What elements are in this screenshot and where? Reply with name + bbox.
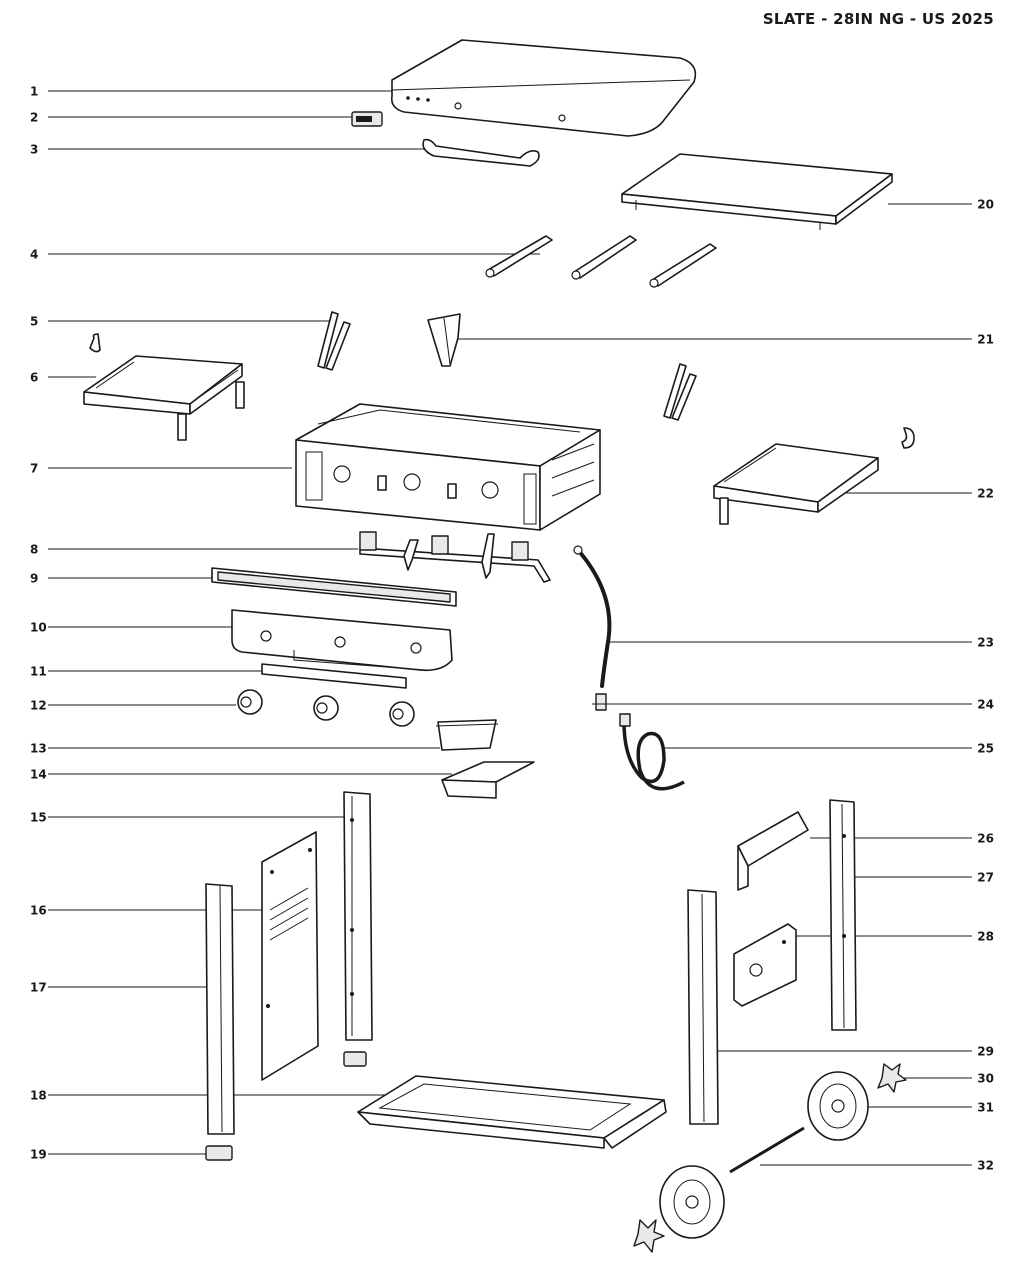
callout-32: 32: [977, 1159, 994, 1173]
callout-1: 1: [30, 85, 38, 99]
callout-29: 29: [977, 1045, 994, 1059]
callout-19: 19: [30, 1148, 47, 1162]
part-31-wheel: [807, 1071, 869, 1141]
callout-21: 21: [977, 333, 994, 347]
callout-5: 5: [30, 315, 38, 329]
part-30-hub-cap: [877, 1063, 907, 1093]
callout-10: 10: [30, 621, 47, 635]
part-5-tongs: [317, 311, 351, 371]
part-6-left-side-table: [83, 333, 245, 441]
part-24-fitting: [592, 693, 610, 711]
callout-26: 26: [977, 832, 994, 846]
part-9-heat-shield: [211, 567, 457, 607]
part-tongs-right: [663, 363, 697, 421]
callout-18: 18: [30, 1089, 47, 1103]
callout-27: 27: [977, 871, 994, 885]
part-22-right-side-table: [713, 427, 915, 525]
part-11-trim-bar: [261, 663, 407, 689]
callout-6: 6: [30, 371, 38, 385]
part-12-knobs: [237, 689, 415, 727]
callout-8: 8: [30, 543, 38, 557]
callout-3: 3: [30, 143, 38, 157]
callout-9: 9: [30, 572, 38, 586]
callout-15: 15: [30, 811, 47, 825]
part-25-coiled-hose: [619, 713, 685, 791]
callout-17: 17: [30, 981, 47, 995]
part-13-drip-liner: [435, 719, 499, 751]
callout-22: 22: [977, 487, 994, 501]
callout-31: 31: [977, 1101, 994, 1115]
diagram-title: SLATE - 28IN NG - US 2025: [762, 10, 994, 28]
callout-12: 12: [30, 699, 47, 713]
part-17-leg: [205, 883, 235, 1135]
callout-4: 4: [30, 248, 38, 262]
part-14-drip-tray: [441, 761, 535, 799]
callout-numbers: 1234567891011121314151617181920212223242…: [30, 85, 994, 1173]
callout-28: 28: [977, 930, 994, 944]
part-8-valve-manifold: [359, 531, 551, 583]
part-4-burner-tubes: [485, 235, 717, 288]
part-3-handle: [422, 138, 540, 167]
part-29-leg: [687, 889, 719, 1125]
callout-25: 25: [977, 742, 994, 756]
callout-20: 20: [977, 198, 994, 212]
part-27-leg: [829, 799, 857, 1031]
part-28-igniter-bracket: [733, 923, 797, 1007]
part-23-gas-hose: [573, 545, 612, 688]
callout-11: 11: [30, 665, 47, 679]
callout-13: 13: [30, 742, 47, 756]
part-26-bracket: [737, 811, 809, 891]
callout-23: 23: [977, 636, 994, 650]
part-15-leg: [343, 791, 373, 1067]
callout-16: 16: [30, 904, 47, 918]
part-2-badge: [351, 111, 383, 127]
part-21-grease-funnel: [427, 313, 461, 367]
part-18-bottom-shelf: [357, 1075, 667, 1149]
part-10-control-panel: [231, 609, 453, 672]
callout-14: 14: [30, 768, 47, 782]
part-16-side-panel: [261, 831, 319, 1081]
part-1-lid: [390, 39, 697, 137]
part-19-foot: [205, 1145, 233, 1161]
callout-24: 24: [977, 698, 994, 712]
callout-7: 7: [30, 462, 38, 476]
callout-2: 2: [30, 111, 38, 125]
part-7-firebox-frame: [295, 403, 601, 531]
part-32-axle: [729, 1126, 805, 1174]
part-wheel-bottom: [633, 1165, 725, 1253]
part-20-griddle-plate: [621, 153, 893, 230]
callout-30: 30: [977, 1072, 994, 1086]
